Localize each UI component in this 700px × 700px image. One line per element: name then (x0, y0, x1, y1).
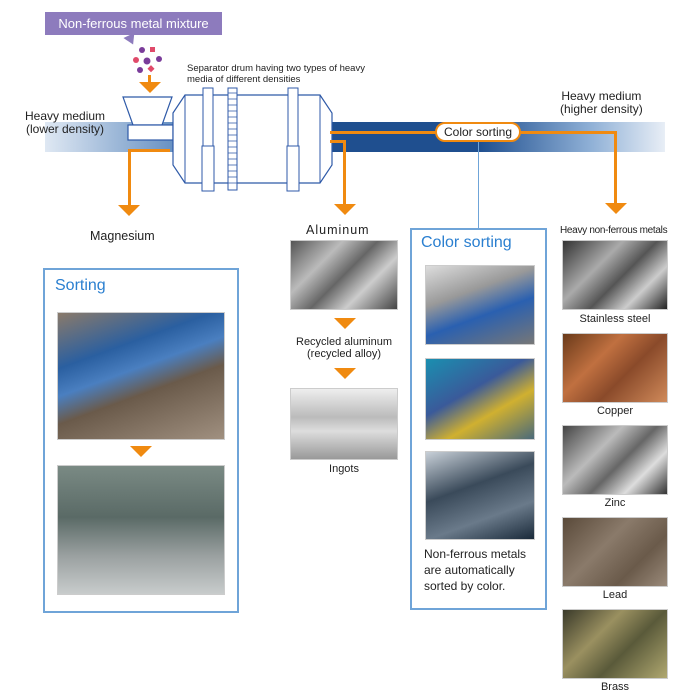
color-sorter-photo-3 (425, 451, 535, 540)
aluminum-label: Aluminum (306, 223, 370, 237)
zinc-label: Zinc (604, 497, 626, 509)
right-medium-line2: (higher density) (560, 102, 643, 116)
desc-line1: Non-ferrous metals (424, 547, 527, 561)
magnesium-label: Magnesium (90, 229, 155, 243)
brass-label: Brass (600, 681, 630, 693)
color-sorting-pill: Color sorting (435, 122, 521, 142)
stainless-steel-photo (562, 240, 668, 310)
ingots-photo (290, 388, 398, 460)
desc-line2: are automatically (424, 563, 515, 577)
recycled-line2: (recycled alloy) (307, 348, 381, 360)
left-medium-label: Heavy medium(lower density) (25, 110, 105, 136)
left-medium-line2: (lower density) (26, 122, 105, 136)
recycle-arrow-icon (334, 318, 356, 329)
aluminum-photo (290, 240, 398, 310)
magnesium-arrow-icon (118, 205, 140, 216)
right-medium-label: Heavy medium(higher density) (560, 90, 643, 116)
lead-label: Lead (602, 589, 628, 601)
ingot-arrow-icon (334, 368, 356, 379)
color-sorting-title: Color sorting (421, 234, 512, 251)
sorting-panel (43, 268, 239, 613)
drum-caption: Separator drum having two types of heavy… (187, 63, 365, 85)
heavy-metals-title: Heavy non-ferrous metals (560, 225, 668, 236)
lead-photo (562, 517, 668, 587)
recycled-aluminum-label: Recycled aluminum(recycled alloy) (285, 336, 403, 360)
heavy-arrow-icon (605, 203, 627, 214)
recycled-line1: Recycled aluminum (296, 336, 392, 348)
ingots-label: Ingots (329, 463, 359, 475)
color-sorting-description: Non-ferrous metals are automatically sorte… (424, 546, 526, 594)
metal-particles-icon (133, 47, 162, 73)
sorted-metal-photo (57, 465, 225, 595)
mixture-label: Non-ferrous metal mixture (45, 12, 222, 35)
copper-label: Copper (596, 405, 634, 417)
copper-photo (562, 333, 668, 403)
feed-arrow-icon (139, 82, 161, 93)
color-sorter-photo-2 (425, 358, 535, 440)
left-medium-line1: Heavy medium (25, 109, 106, 123)
brass-photo (562, 609, 668, 679)
color-sorting-panel (410, 228, 547, 610)
sorting-conveyor-photo (57, 312, 225, 440)
sorting-title: Sorting (55, 277, 106, 294)
sorting-arrow-icon (130, 446, 152, 457)
separator-drum (122, 87, 333, 192)
stainless-steel-label: Stainless steel (579, 313, 651, 325)
aluminum-arrow-icon (334, 204, 356, 215)
color-sorter-photo-1 (425, 265, 535, 345)
connector-line (478, 142, 479, 229)
desc-line3: sorted by color. (424, 579, 506, 593)
zinc-photo (562, 425, 668, 495)
right-medium-line1: Heavy medium (561, 89, 642, 103)
